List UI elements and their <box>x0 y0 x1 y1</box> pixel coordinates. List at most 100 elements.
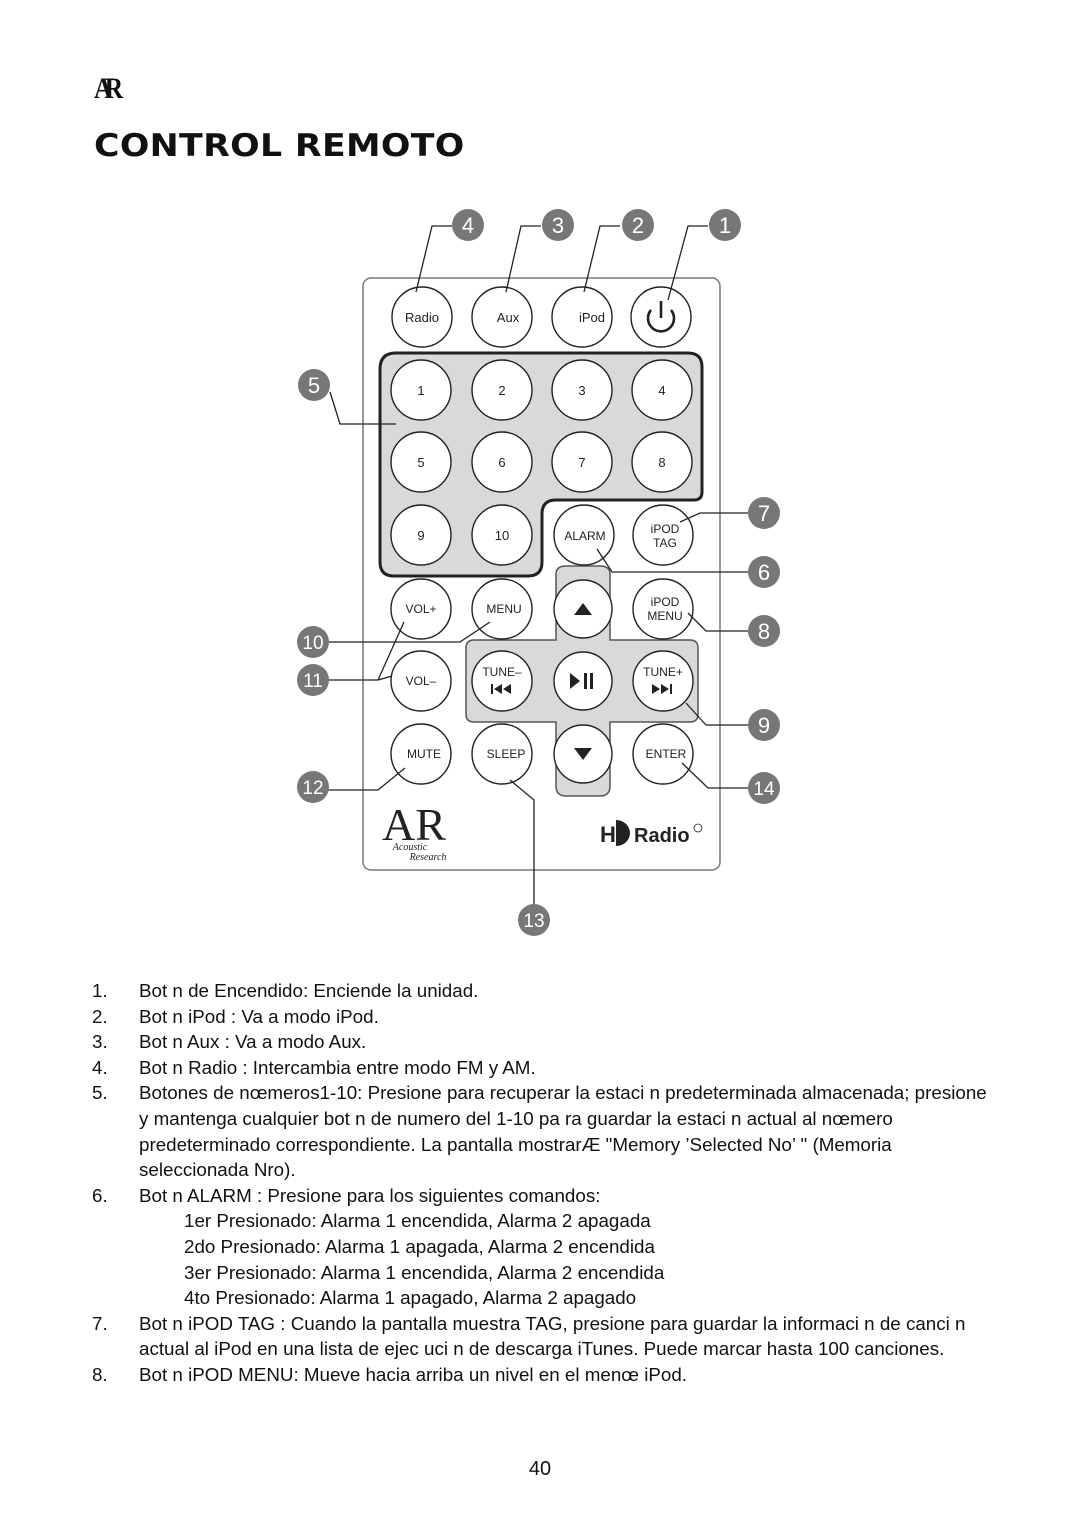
list-item-text: Bot n Radio : Intercambia entre modo FM … <box>139 1056 536 1078</box>
list-item-text: Bot n iPOD TAG : Cuando la pantalla mues… <box>139 1312 966 1360</box>
vol-minus-button[interactable]: VOL– <box>390 650 452 712</box>
callout-2: 2 <box>622 209 654 241</box>
aux-button[interactable]: Aux <box>471 286 533 348</box>
button-descriptions-list: 1. Bot n de Encendido: Enciende la unidad… <box>92 978 992 1388</box>
list-item-text: Bot n ALARM : Presione para los siguient… <box>139 1184 601 1206</box>
callout-9-label: 9 <box>758 713 770 738</box>
ipod-tag-button[interactable]: iPOD TAG <box>632 504 694 566</box>
number-4-button[interactable]: 4 <box>631 359 693 421</box>
list-item-number: 8. <box>92 1363 108 1385</box>
up-button[interactable] <box>553 579 613 639</box>
list-item-number: 6. <box>92 1184 108 1206</box>
callout-1-label: 1 <box>719 213 731 238</box>
callout-3-label: 3 <box>552 213 564 238</box>
power-icon <box>646 301 676 333</box>
list-item-number: 1. <box>92 980 108 1001</box>
number-10-button[interactable]: 10 <box>471 504 533 566</box>
vol-plus-button[interactable]: VOL+ <box>390 578 452 640</box>
mute-button[interactable]: MUTE <box>390 723 452 785</box>
number-7-label: 7 <box>578 455 585 470</box>
list-item-number: 3. <box>92 1031 108 1053</box>
callout-6: 6 <box>748 556 780 588</box>
ipod-tag-label-1: iPOD <box>651 522 680 536</box>
number-keypad-group <box>378 351 704 578</box>
callout-leaders <box>328 225 748 906</box>
list-item-number: 4. <box>92 1056 108 1078</box>
svg-text:H: H <box>600 822 616 847</box>
list-item: 7. Bot n iPOD TAG : Cuando la pantalla mu… <box>92 1311 992 1362</box>
callout-10: 10 <box>297 626 329 658</box>
vol-minus-label: VOL– <box>406 674 437 688</box>
number-5-label: 5 <box>417 455 424 470</box>
list-item-text: Bot n Aux : Va a modo Aux. <box>139 1031 367 1053</box>
tune-plus-label: TUNE+ <box>643 665 683 679</box>
tune-minus-button[interactable]: TUNE– <box>471 650 533 712</box>
list-item-text: Bot n iPod : Va a modo iPod. <box>139 1005 379 1027</box>
remote-diagram: Radio Aux iPod 1 2 3 4 5 6 7 8 9 10 ALAR… <box>297 209 780 936</box>
down-button[interactable] <box>553 724 613 784</box>
callout-1: 1 <box>709 209 741 241</box>
callout-8-label: 8 <box>758 619 770 644</box>
list-item: 2. Bot n iPod : Va a modo iPod. <box>92 1004 992 1030</box>
brand-sub-1: Acoustic <box>392 842 428 853</box>
ipod-menu-button[interactable]: iPOD MENU <box>632 578 694 640</box>
ipod-tag-label-2: TAG <box>653 536 677 550</box>
list-item: 8. Bot n iPOD MENU: Mueve hacia arriba un… <box>92 1362 992 1388</box>
radio-button[interactable]: Radio <box>391 286 453 348</box>
callout-9: 9 <box>748 709 780 741</box>
number-3-button[interactable]: 3 <box>551 359 613 421</box>
number-8-label: 8 <box>658 455 665 470</box>
brand-sub-2: Research <box>409 852 447 863</box>
page-number: 40 <box>528 1458 552 1480</box>
power-button[interactable] <box>630 286 692 348</box>
number-6-button[interactable]: 6 <box>471 431 533 493</box>
number-9-button[interactable]: 9 <box>390 504 452 566</box>
alarm-button[interactable]: ALARM <box>553 504 615 566</box>
ipod-button[interactable]: iPod <box>551 286 613 348</box>
callout-11-label: 11 <box>303 671 323 692</box>
callout-4: 4 <box>452 209 484 241</box>
callout-7: 7 <box>748 497 780 529</box>
callout-5: 5 <box>298 369 330 401</box>
callout-4-label: 4 <box>462 213 474 238</box>
up-arrow-icon <box>574 603 592 615</box>
hd-radio-logo: H Radio <box>600 820 703 847</box>
number-9-label: 9 <box>417 528 424 543</box>
acoustic-research-logo: AR Acoustic Research <box>382 799 446 863</box>
alarm-press-4: 4to Presionado: Alarma 1 apagado, Alarma… <box>184 1287 637 1309</box>
tune-plus-button[interactable]: TUNE+ <box>632 650 694 712</box>
callout-14: 14 <box>748 772 780 804</box>
page-title: CONTROL REMOTO <box>94 128 465 164</box>
list-item-text: Bot n iPOD MENU: Mueve hacia arriba un n… <box>139 1363 688 1385</box>
ipod-menu-label-1: iPOD <box>651 595 680 609</box>
vol-plus-label: VOL+ <box>405 602 436 616</box>
list-item: 5.Botones de nœmeros1-10: Presione para … <box>92 1080 992 1182</box>
number-7-button[interactable]: 7 <box>551 431 613 493</box>
callout-7-label: 7 <box>758 501 770 526</box>
enter-button[interactable]: ENTER <box>632 723 694 785</box>
menu-button[interactable]: MENU <box>471 578 533 640</box>
list-item-text: Bot n de Encendido: Enciende la unidad. <box>139 980 479 1001</box>
list-item: 1. Bot n de Encendido: Enciende la unidad… <box>92 978 992 1004</box>
number-2-label: 2 <box>498 383 505 398</box>
callout-12-label: 12 <box>302 778 323 799</box>
tune-minus-label: TUNE– <box>482 665 522 679</box>
alarm-press-1: 1er Presionado: Alarma 1 encendida, Alar… <box>184 1210 651 1232</box>
play-pause-button[interactable] <box>553 651 613 711</box>
alarm-press-3: 3er Presionado: Alarma 1 encendida, Alar… <box>184 1261 665 1283</box>
sleep-button[interactable]: SLEEP <box>471 723 533 785</box>
number-1-label: 1 <box>417 383 424 398</box>
list-item-number: 2. <box>92 1005 108 1027</box>
list-item-number: 7. <box>92 1312 108 1334</box>
ipod-button-label: iPod <box>579 310 605 325</box>
number-4-label: 4 <box>658 383 665 398</box>
sleep-button-label: SLEEP <box>487 747 526 761</box>
enter-button-label: ENTER <box>646 747 687 761</box>
number-5-button[interactable]: 5 <box>390 431 452 493</box>
hd-radio-text: Radio <box>634 825 690 847</box>
number-2-button[interactable]: 2 <box>471 359 533 421</box>
number-1-button[interactable]: 1 <box>390 359 452 421</box>
next-track-icon <box>652 684 672 694</box>
list-item: 4. Bot n Radio : Intercambia entre modo F… <box>92 1055 992 1081</box>
number-8-button[interactable]: 8 <box>631 431 693 493</box>
